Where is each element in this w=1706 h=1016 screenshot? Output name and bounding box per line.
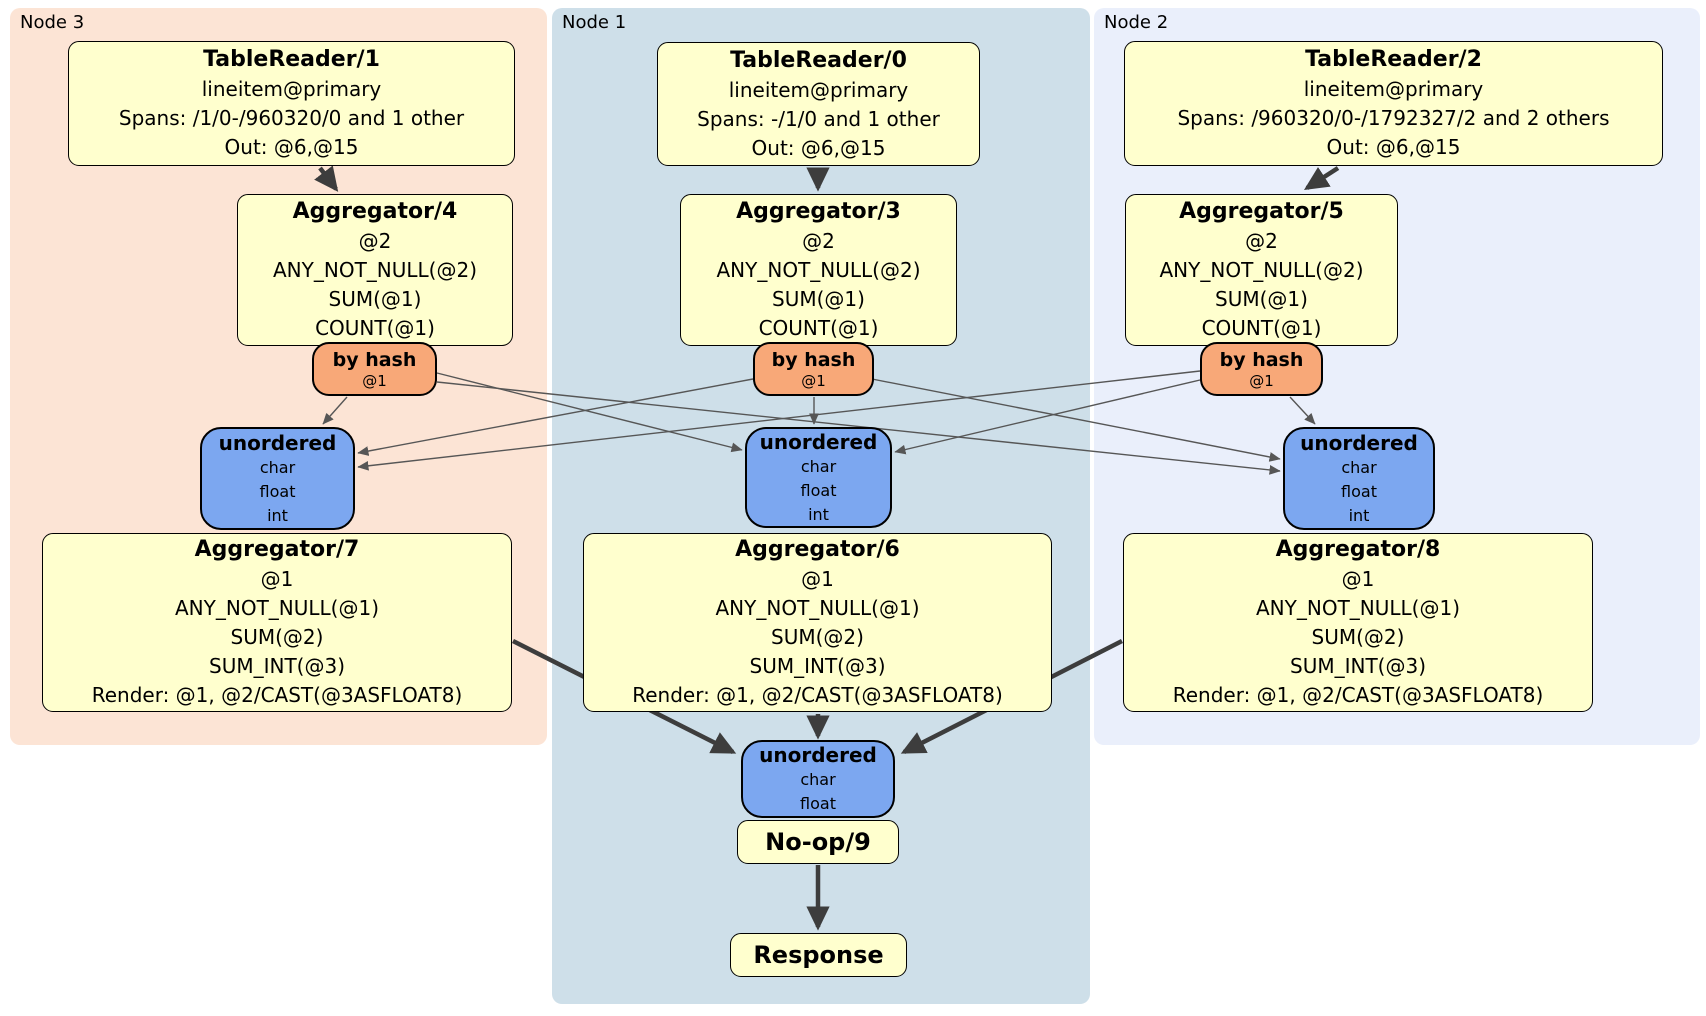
box-line: ANY_NOT_NULL(@2) bbox=[273, 258, 477, 282]
box-line: @1 bbox=[260, 567, 294, 591]
node-tablereader-0: TableReader/0 lineitem@primary Spans: -/… bbox=[657, 42, 980, 166]
box-line: Render: @1, @2/CAST(@3ASFLOAT8) bbox=[1172, 683, 1544, 707]
box-title: Aggregator/5 bbox=[1179, 199, 1344, 224]
box-line: COUNT(@1) bbox=[1201, 316, 1322, 340]
box-line: SUM(@1) bbox=[1215, 287, 1308, 311]
box-line: SUM(@1) bbox=[772, 287, 865, 311]
box-line: COUNT(@1) bbox=[758, 316, 879, 340]
edge-hash2-sync2 bbox=[1289, 396, 1316, 425]
node-aggregator-5: Aggregator/5 @2 ANY_NOT_NULL(@2) SUM(@1)… bbox=[1125, 194, 1398, 346]
box-line: ANY_NOT_NULL(@1) bbox=[1256, 596, 1460, 620]
box-line: ANY_NOT_NULL(@2) bbox=[1159, 258, 1364, 282]
box-line: int bbox=[267, 505, 288, 525]
box-line: ANY_NOT_NULL(@2) bbox=[716, 258, 921, 282]
box-line: Render: @1, @2/CAST(@3ASFLOAT8) bbox=[91, 683, 463, 707]
box-line: float bbox=[800, 480, 837, 500]
box-title: Aggregator/7 bbox=[194, 537, 360, 562]
box-line: Spans: /960320/0-/1792327/2 and 2 others bbox=[1177, 106, 1610, 130]
box-line: Out: @6,@15 bbox=[751, 135, 886, 160]
box-title: by hash bbox=[332, 348, 417, 371]
box-line: @2 bbox=[1245, 229, 1278, 253]
box-title: TableReader/0 bbox=[730, 47, 907, 73]
node-aggregator-8: Aggregator/8 @1 ANY_NOT_NULL(@1) SUM(@2)… bbox=[1123, 533, 1593, 712]
edge-hash3-sync2 bbox=[436, 381, 1281, 475]
box-line: @1 bbox=[1249, 371, 1274, 390]
box-title: unordered bbox=[759, 743, 877, 767]
box-line: lineitem@primary bbox=[1303, 77, 1484, 101]
box-line: SUM_INT(@3) bbox=[209, 654, 345, 678]
node-noop-9: No-op/9 bbox=[737, 820, 899, 864]
region-label-node2: Node 2 bbox=[1104, 12, 1169, 33]
box-title: TableReader/2 bbox=[1305, 47, 1482, 72]
box-line: int bbox=[808, 504, 829, 524]
box-line: int bbox=[1348, 505, 1370, 525]
box-line: lineitem@primary bbox=[201, 77, 382, 101]
box-line: ANY_NOT_NULL(@1) bbox=[175, 596, 379, 620]
router-by-hash-node3: by hash @1 bbox=[312, 342, 437, 396]
edge-tr2-agg5 bbox=[1303, 166, 1340, 190]
box-title: unordered bbox=[759, 429, 878, 454]
box-title: No-op/9 bbox=[765, 828, 871, 856]
box-title: Aggregator/4 bbox=[292, 199, 458, 224]
box-line: char bbox=[1341, 457, 1377, 477]
box-line: Render: @1, @2/CAST(@3ASFLOAT8) bbox=[632, 683, 1003, 707]
box-line: Out: @6,@15 bbox=[224, 135, 359, 159]
box-line: Out: @6,@15 bbox=[1326, 135, 1461, 159]
node-tablereader-1: TableReader/1 lineitem@primary Spans: /1… bbox=[68, 41, 515, 166]
box-title: Aggregator/6 bbox=[735, 537, 900, 562]
box-line: SUM(@2) bbox=[1311, 625, 1405, 649]
box-line: SUM(@1) bbox=[328, 287, 422, 311]
box-line: lineitem@primary bbox=[728, 77, 909, 102]
box-line: char bbox=[259, 457, 296, 477]
box-title: by hash bbox=[771, 348, 856, 371]
box-line: Spans: /1/0-/960320/0 and 1 other bbox=[118, 106, 465, 130]
box-title: Aggregator/8 bbox=[1275, 537, 1441, 562]
box-line: @1 bbox=[1341, 567, 1375, 591]
node-tablereader-2: TableReader/2 lineitem@primary Spans: /9… bbox=[1124, 41, 1663, 166]
box-line: char bbox=[800, 456, 837, 476]
box-line: SUM(@2) bbox=[771, 625, 864, 649]
box-line: float bbox=[800, 794, 836, 813]
box-line: @2 bbox=[358, 229, 392, 253]
box-line: Spans: -/1/0 and 1 other bbox=[697, 106, 940, 131]
box-line: @1 bbox=[801, 371, 826, 390]
edge-hash1-sync3 bbox=[357, 378, 754, 456]
box-line: float bbox=[259, 481, 296, 501]
sync-unordered-node3: unordered char float int bbox=[200, 427, 355, 530]
box-title: unordered bbox=[218, 430, 337, 455]
region-label-node3: Node 3 bbox=[20, 12, 85, 33]
edge-hash3-sync1 bbox=[436, 372, 743, 453]
router-by-hash-node1: by hash @1 bbox=[753, 342, 874, 396]
box-line: @2 bbox=[802, 229, 835, 253]
edge-hash2-sync3 bbox=[357, 370, 1201, 471]
box-line: @1 bbox=[801, 567, 834, 591]
sync-unordered-node1: unordered char float int bbox=[745, 427, 892, 528]
box-title: Response bbox=[753, 941, 884, 969]
node-response: Response bbox=[730, 933, 907, 977]
node-aggregator-3: Aggregator/3 @2 ANY_NOT_NULL(@2) SUM(@1)… bbox=[680, 194, 957, 346]
node-aggregator-7: Aggregator/7 @1 ANY_NOT_NULL(@1) SUM(@2)… bbox=[42, 533, 512, 712]
box-title: by hash bbox=[1219, 348, 1304, 371]
edge-hash3-sync3 bbox=[322, 396, 348, 425]
sync-unordered-node2: unordered char float int bbox=[1283, 427, 1435, 530]
region-label-node1: Node 1 bbox=[562, 12, 627, 33]
sync-unordered-final: unordered char float bbox=[741, 740, 895, 818]
box-line: ANY_NOT_NULL(@1) bbox=[715, 596, 920, 620]
box-line: float bbox=[1341, 481, 1377, 501]
box-line: SUM_INT(@3) bbox=[749, 654, 886, 678]
node-aggregator-6: Aggregator/6 @1 ANY_NOT_NULL(@1) SUM(@2)… bbox=[583, 533, 1052, 712]
box-title: unordered bbox=[1300, 430, 1418, 455]
box-line: SUM(@2) bbox=[230, 625, 324, 649]
box-line: char bbox=[800, 770, 836, 789]
box-title: Aggregator/3 bbox=[736, 199, 901, 224]
box-line: COUNT(@1) bbox=[315, 316, 435, 340]
router-by-hash-node2: by hash @1 bbox=[1200, 342, 1323, 396]
box-line: @1 bbox=[362, 371, 387, 390]
box-line: SUM_INT(@3) bbox=[1290, 654, 1426, 678]
box-title: TableReader/1 bbox=[203, 47, 380, 72]
edge-tr1-agg4 bbox=[314, 165, 339, 192]
edge-hash2-sync1 bbox=[894, 379, 1201, 455]
node-aggregator-4: Aggregator/4 @2 ANY_NOT_NULL(@2) SUM(@1)… bbox=[237, 194, 513, 346]
edge-hash1-sync2 bbox=[871, 378, 1281, 462]
